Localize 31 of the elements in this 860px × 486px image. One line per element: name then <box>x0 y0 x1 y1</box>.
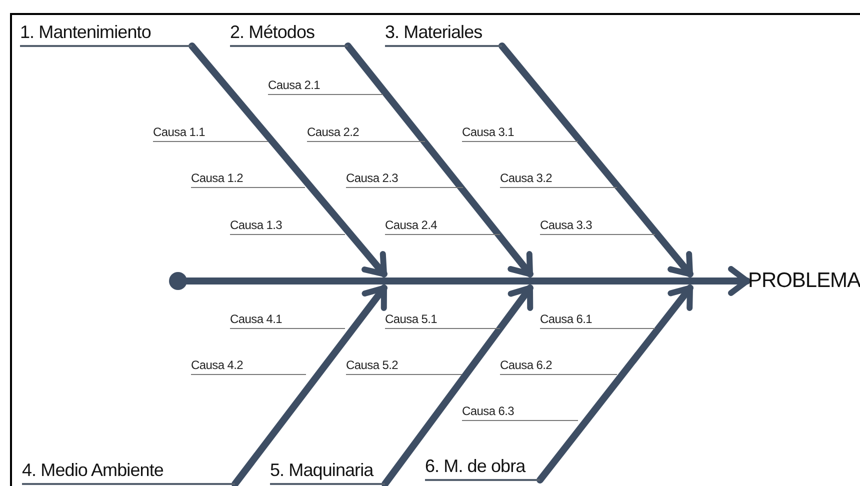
category-heading: 4. Medio Ambiente <box>22 458 235 485</box>
category-heading: 1. Mantenimiento <box>20 20 192 47</box>
arrow <box>344 42 534 278</box>
cause-label: Causa 1.3 <box>230 218 345 235</box>
cause-label: Causa 6.2 <box>500 358 617 375</box>
cause-label: Causa 5.2 <box>346 358 462 375</box>
cause-label: Causa 5.1 <box>385 312 500 329</box>
cause-label: Causa 2.3 <box>346 171 463 188</box>
arrow <box>184 266 750 296</box>
cause-label: Causa 6.1 <box>540 312 655 329</box>
cause-label: Causa 2.4 <box>385 218 500 235</box>
cause-label: Causa 2.2 <box>307 125 425 142</box>
category-heading: 6. M. de obra <box>425 454 540 481</box>
cause-label: Causa 1.2 <box>191 171 305 188</box>
cause-label: Causa 3.2 <box>500 171 617 188</box>
cause-label: Causa 6.3 <box>462 404 578 421</box>
category-heading: 3. Materiales <box>385 20 502 47</box>
category-heading: 2. Métodos <box>230 20 348 47</box>
arrow <box>498 42 694 278</box>
cause-label: Causa 1.1 <box>153 125 268 142</box>
arrow <box>536 284 694 484</box>
cause-label: Causa 3.3 <box>540 218 655 235</box>
arrow <box>232 284 388 486</box>
arrow <box>188 42 388 278</box>
problem-label: PROBLEMA <box>748 265 858 297</box>
cause-label: Causa 4.2 <box>191 358 306 375</box>
cause-label: Causa 4.1 <box>230 312 345 329</box>
cause-label: Causa 3.1 <box>462 125 578 142</box>
category-heading: 5. Maquinaria <box>270 458 385 485</box>
arrow <box>382 284 534 486</box>
cause-label: Causa 2.1 <box>268 78 383 95</box>
